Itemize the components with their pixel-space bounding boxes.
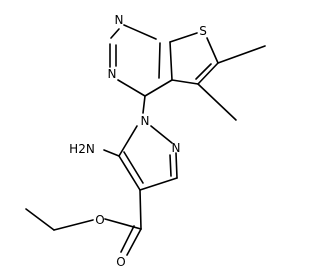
bond <box>139 189 142 230</box>
bond <box>158 42 161 79</box>
bond <box>171 79 199 85</box>
bond <box>150 125 173 144</box>
bond <box>195 63 212 80</box>
atom-label-o-carbonyl: O <box>116 255 125 268</box>
atom-label-n-pyrazole-1: N <box>141 114 150 128</box>
atom-label-n-left: N <box>108 67 117 81</box>
bond <box>103 149 120 157</box>
bond <box>169 32 198 43</box>
atom-label-s-thiophene: S <box>199 24 207 38</box>
bond <box>169 154 172 177</box>
bond <box>123 151 144 184</box>
bond <box>197 62 219 85</box>
atom-label-n-pyrazole-2: N <box>172 141 181 155</box>
bond <box>206 37 219 64</box>
bond <box>142 95 146 114</box>
bond <box>25 208 55 231</box>
bond <box>175 152 178 179</box>
bond <box>53 219 94 231</box>
bond <box>169 41 173 81</box>
bond <box>144 79 173 97</box>
bond <box>197 83 237 121</box>
bond <box>118 125 138 157</box>
atom-label-o-ester: O <box>95 213 104 227</box>
bond <box>123 24 157 40</box>
bond-layer <box>25 24 266 256</box>
bond <box>104 218 142 230</box>
bond <box>217 45 266 64</box>
bond <box>117 79 146 97</box>
atom-label-layer: N N S N N H2N O O <box>69 13 207 268</box>
molecule-structure: N N S N N H2N O O <box>25 13 266 268</box>
bond <box>118 155 141 191</box>
atom-label-nh2: H2N <box>69 142 95 156</box>
bond <box>126 228 142 256</box>
bond <box>110 28 120 39</box>
bond <box>120 225 135 253</box>
bond <box>139 177 178 191</box>
atom-label-n-top: N <box>115 13 124 27</box>
